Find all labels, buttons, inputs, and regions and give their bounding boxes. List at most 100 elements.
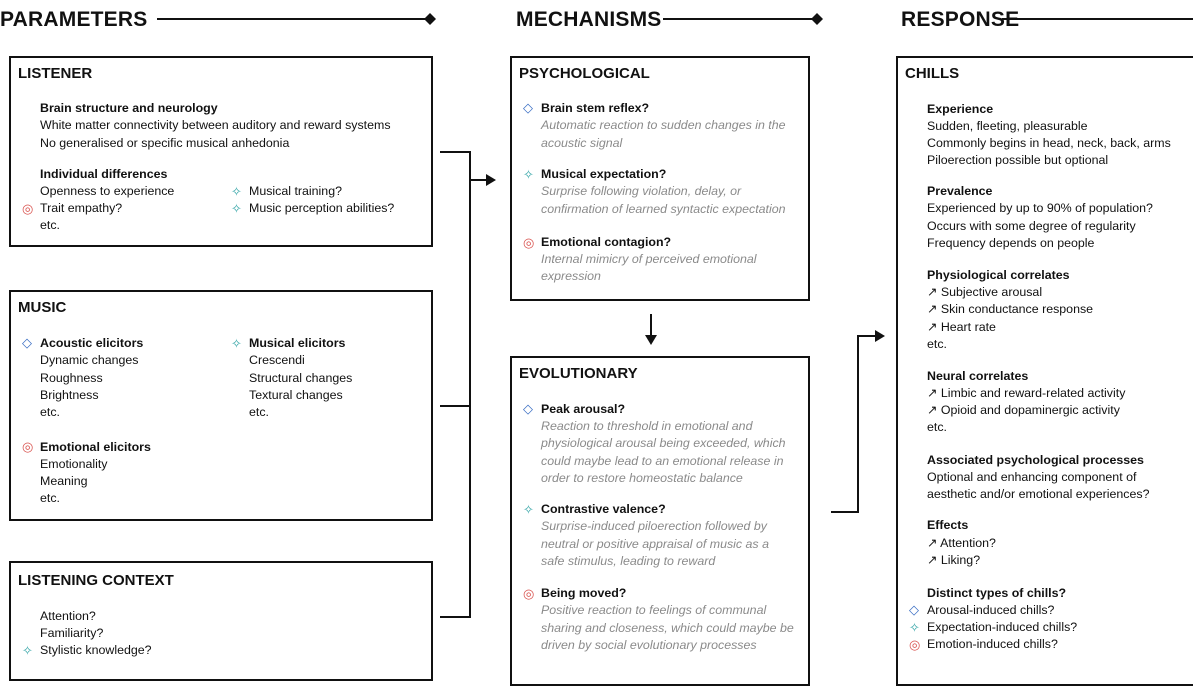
diamond-icon: ◇ xyxy=(523,100,533,115)
circle-icon: ◎ xyxy=(523,235,535,250)
prevalence-item: Occurs with some degree of regularity xyxy=(927,219,1136,233)
sparkle-icon: ✧ xyxy=(523,502,534,517)
experience-item: Commonly begins in head, neck, back, arm… xyxy=(927,136,1171,150)
neural-item: ↗ Opioid and dopaminergic activity xyxy=(927,403,1120,417)
brain-line-1: White matter connectivity between audito… xyxy=(40,118,391,132)
musical-item: Structural changes xyxy=(249,371,353,385)
mechanism-heading: Contrastive valence? xyxy=(541,502,666,516)
physio-heading: Physiological correlates xyxy=(927,268,1070,282)
mechanism-desc: Surprise-induced piloerection followed b… xyxy=(541,519,767,533)
evolutionary-box xyxy=(510,356,810,686)
mechanism-desc: acoustic signal xyxy=(541,136,623,150)
context-item: Attention? xyxy=(40,609,96,623)
acoustic-item: Roughness xyxy=(40,371,103,385)
sparkle-icon: ✧ xyxy=(231,201,242,216)
circle-icon: ◎ xyxy=(909,637,921,652)
diamond-icon: ◇ xyxy=(909,602,919,617)
header-response: RESPONSE xyxy=(901,8,1020,31)
mechanism-desc: order to restore homeostatic balance xyxy=(541,471,743,485)
effects-item: ↗ Liking? xyxy=(927,553,981,567)
mechanism-heading: Musical expectation? xyxy=(541,167,667,181)
musical-training-item: Musical training? xyxy=(249,184,342,198)
prevalence-heading: Prevalence xyxy=(927,184,993,198)
perception-item: Music perception abilities? xyxy=(249,201,395,215)
mechanism-desc: confirmation of learned syntactic expect… xyxy=(541,202,786,216)
types-item: Arousal-induced chills? xyxy=(927,603,1055,617)
mechanism-desc: Surprise following violation, delay, or xyxy=(541,184,742,198)
circle-icon: ◎ xyxy=(22,201,34,216)
mechanism-desc: Automatic reaction to sudden changes in … xyxy=(541,118,786,132)
physio-item: ↗ Skin conductance response xyxy=(927,302,1094,316)
experience-item: Sudden, fleeting, pleasurable xyxy=(927,119,1088,133)
mechanism-desc: Internal mimicry of perceived emotional xyxy=(541,252,757,266)
brain-heading: Brain structure and neurology xyxy=(40,101,218,115)
neural-item: ↗ Limbic and reward-related activity xyxy=(927,386,1126,400)
effects-item: ↗ Attention? xyxy=(927,536,996,550)
acoustic-item: Brightness xyxy=(40,388,99,402)
musical-heading: Musical elicitors xyxy=(249,336,346,350)
sparkle-icon: ✧ xyxy=(523,167,534,182)
header-parameters: PARAMETERS xyxy=(0,8,148,31)
brain-line-2: No generalised or specific musical anhed… xyxy=(40,136,290,150)
header-mechanisms: MECHANISMS xyxy=(516,8,662,31)
diagram-connectors xyxy=(157,13,1193,618)
chills-title: CHILLS xyxy=(905,65,960,82)
mechanism-desc: sharing and closeness, which could maybe… xyxy=(541,621,794,635)
context-title: LISTENING CONTEXT xyxy=(18,572,174,589)
context-box xyxy=(9,561,433,681)
effects-heading: Effects xyxy=(927,518,969,532)
mechanism-desc: could maybe lead to an emotional release… xyxy=(541,454,784,468)
acoustic-item: etc. xyxy=(40,405,60,419)
mechanism-desc: neutral or positive appraisal of music a… xyxy=(541,537,769,551)
mechanism-desc: safe stimulus, leading to reward xyxy=(541,554,716,568)
prevalence-item: Frequency depends on people xyxy=(927,236,1095,250)
evolutionary-title: EVOLUTIONARY xyxy=(519,365,638,382)
diamond-icon: ◇ xyxy=(22,335,32,350)
mechanism-heading: Emotional contagion? xyxy=(541,235,672,249)
acoustic-item: Dynamic changes xyxy=(40,353,139,367)
mechanism-desc: Reaction to threshold in emotional and xyxy=(541,419,753,433)
music-box xyxy=(9,290,433,521)
musical-item: Textural changes xyxy=(249,388,343,402)
musical-item: Crescendi xyxy=(249,353,305,367)
types-heading: Distinct types of chills? xyxy=(927,586,1067,600)
mechanism-heading: Being moved? xyxy=(541,586,627,600)
circle-icon: ◎ xyxy=(523,586,535,601)
listener-etc: etc. xyxy=(40,218,60,232)
sparkle-icon: ✧ xyxy=(909,620,920,635)
neural-heading: Neural correlates xyxy=(927,369,1029,383)
neural-item: etc. xyxy=(927,420,947,434)
sparkle-icon: ✧ xyxy=(231,184,242,199)
physio-item: etc. xyxy=(927,337,947,351)
mechanism-desc: Positive reaction to feelings of communa… xyxy=(541,603,767,617)
psychological-box xyxy=(510,56,810,301)
assoc-item: Optional and enhancing component of xyxy=(927,470,1137,484)
mechanism-heading: Peak arousal? xyxy=(541,402,626,416)
psychological-title: PSYCHOLOGICAL xyxy=(519,65,650,82)
physio-item: ↗ Subjective arousal xyxy=(927,285,1043,299)
emotional-item: etc. xyxy=(40,491,60,505)
types-item: Emotion-induced chills? xyxy=(927,637,1058,651)
mechanism-heading: Brain stem reflex? xyxy=(541,101,650,115)
mechanism-desc: expression xyxy=(541,269,601,283)
music-title: MUSIC xyxy=(18,299,67,316)
physio-item: ↗ Heart rate xyxy=(927,320,996,334)
mechanism-desc: driven by social evolutionary processes xyxy=(541,638,757,652)
prevalence-item: Experienced by up to 90% of population? xyxy=(927,201,1153,215)
listener-box xyxy=(9,56,433,247)
trait-empathy-item: Trait empathy? xyxy=(40,201,123,215)
sparkle-icon: ✧ xyxy=(22,643,33,658)
experience-heading: Experience xyxy=(927,102,994,116)
diff-heading: Individual differences xyxy=(40,167,168,181)
experience-item: Piloerection possible but optional xyxy=(927,153,1109,167)
assoc-item: aesthetic and/or emotional experiences? xyxy=(927,487,1150,501)
emotional-item: Meaning xyxy=(40,474,88,488)
types-item: Expectation-induced chills? xyxy=(927,620,1078,634)
diamond-icon: ◇ xyxy=(523,401,533,416)
assoc-heading: Associated psychological processes xyxy=(927,453,1144,467)
mechanism-desc: physiological arousal being exceeded, wh… xyxy=(541,436,786,450)
musical-item: etc. xyxy=(249,405,269,419)
context-item: Stylistic knowledge? xyxy=(40,643,152,657)
emotional-heading: Emotional elicitors xyxy=(40,440,151,454)
sparkle-icon: ✧ xyxy=(231,336,242,351)
